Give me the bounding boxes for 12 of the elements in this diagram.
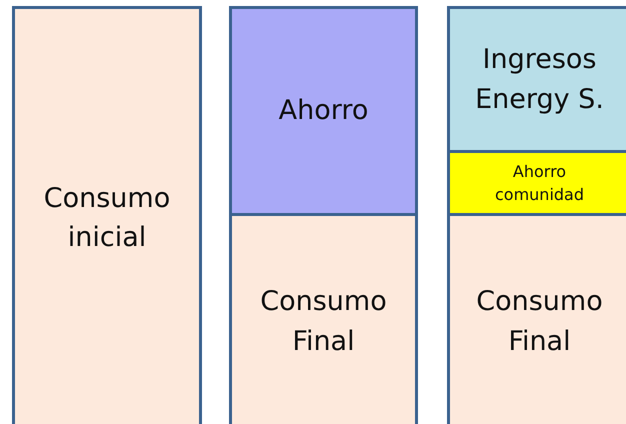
bar-segment bbox=[12, 6, 202, 424]
bar-segment bbox=[229, 213, 418, 424]
segment-label: Ingresos Energy S. bbox=[474, 43, 605, 116]
segment-label: Ahorro bbox=[278, 94, 368, 128]
segment-label: Ahorro comunidad bbox=[494, 160, 585, 206]
bar-segment bbox=[447, 150, 626, 216]
bar-segment bbox=[447, 6, 626, 153]
segment-label: Consumo Final bbox=[475, 285, 604, 358]
bar-segment bbox=[447, 213, 626, 424]
segment-label: Consumo inicial bbox=[42, 182, 172, 255]
bar-segment bbox=[229, 6, 418, 216]
segment-label: Consumo Final bbox=[259, 285, 388, 358]
